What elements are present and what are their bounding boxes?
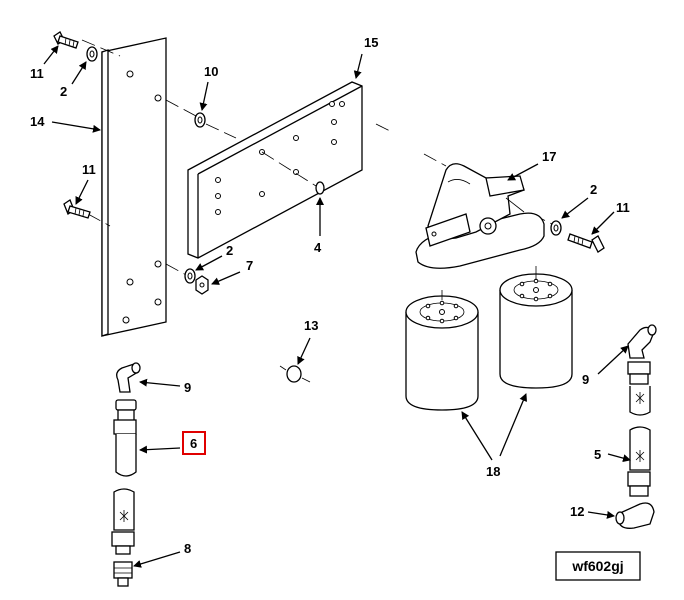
callout-8: 8 (184, 541, 191, 556)
callout-11-top: 11 (30, 66, 44, 81)
bolt-right (567, 233, 605, 253)
nut-7 (195, 275, 209, 295)
callout-14: 14 (30, 114, 45, 129)
callout-4: 4 (314, 240, 322, 255)
hose-assembly-right (615, 324, 657, 529)
leader-arrows (43, 45, 631, 568)
callout-11-right: 11 (616, 200, 630, 215)
vertical-mounting-plate (101, 37, 167, 337)
callout-9-right: 9 (582, 372, 589, 387)
horizontal-mounting-plate (187, 81, 363, 259)
callout-6: 6 (190, 436, 197, 451)
callout-18: 18 (486, 464, 500, 479)
washer-top-left (86, 46, 98, 62)
filter-element-left (405, 295, 479, 411)
o-ring-13 (279, 365, 311, 383)
washer-lower-left (184, 268, 196, 284)
callout-2-right: 2 (590, 182, 597, 197)
callout-2-top: 2 (60, 84, 67, 99)
washer-right (550, 220, 562, 236)
bolt-mid-left (63, 199, 91, 219)
hose-assembly-left (111, 362, 141, 587)
callout-17: 17 (542, 149, 556, 164)
callout-6-highlight-box (182, 431, 206, 455)
filter-element-right (499, 273, 573, 389)
callout-2-lower: 2 (226, 243, 233, 258)
pin-4 (315, 181, 325, 195)
callout-13: 13 (304, 318, 318, 333)
reference-code: wf602gj (571, 558, 623, 574)
bolt-top-left (53, 31, 79, 49)
reference-code-box (555, 551, 641, 581)
callout-15: 15 (364, 35, 378, 50)
washer-10 (194, 112, 206, 128)
filter-head (415, 163, 545, 269)
callout-11-mid: 11 (82, 162, 96, 177)
alignment-lines (81, 39, 553, 277)
callout-7: 7 (246, 258, 253, 273)
callout-9-left: 9 (184, 380, 191, 395)
callout-10: 10 (204, 64, 218, 79)
callout-12: 12 (570, 504, 584, 519)
callout-5: 5 (594, 447, 601, 462)
